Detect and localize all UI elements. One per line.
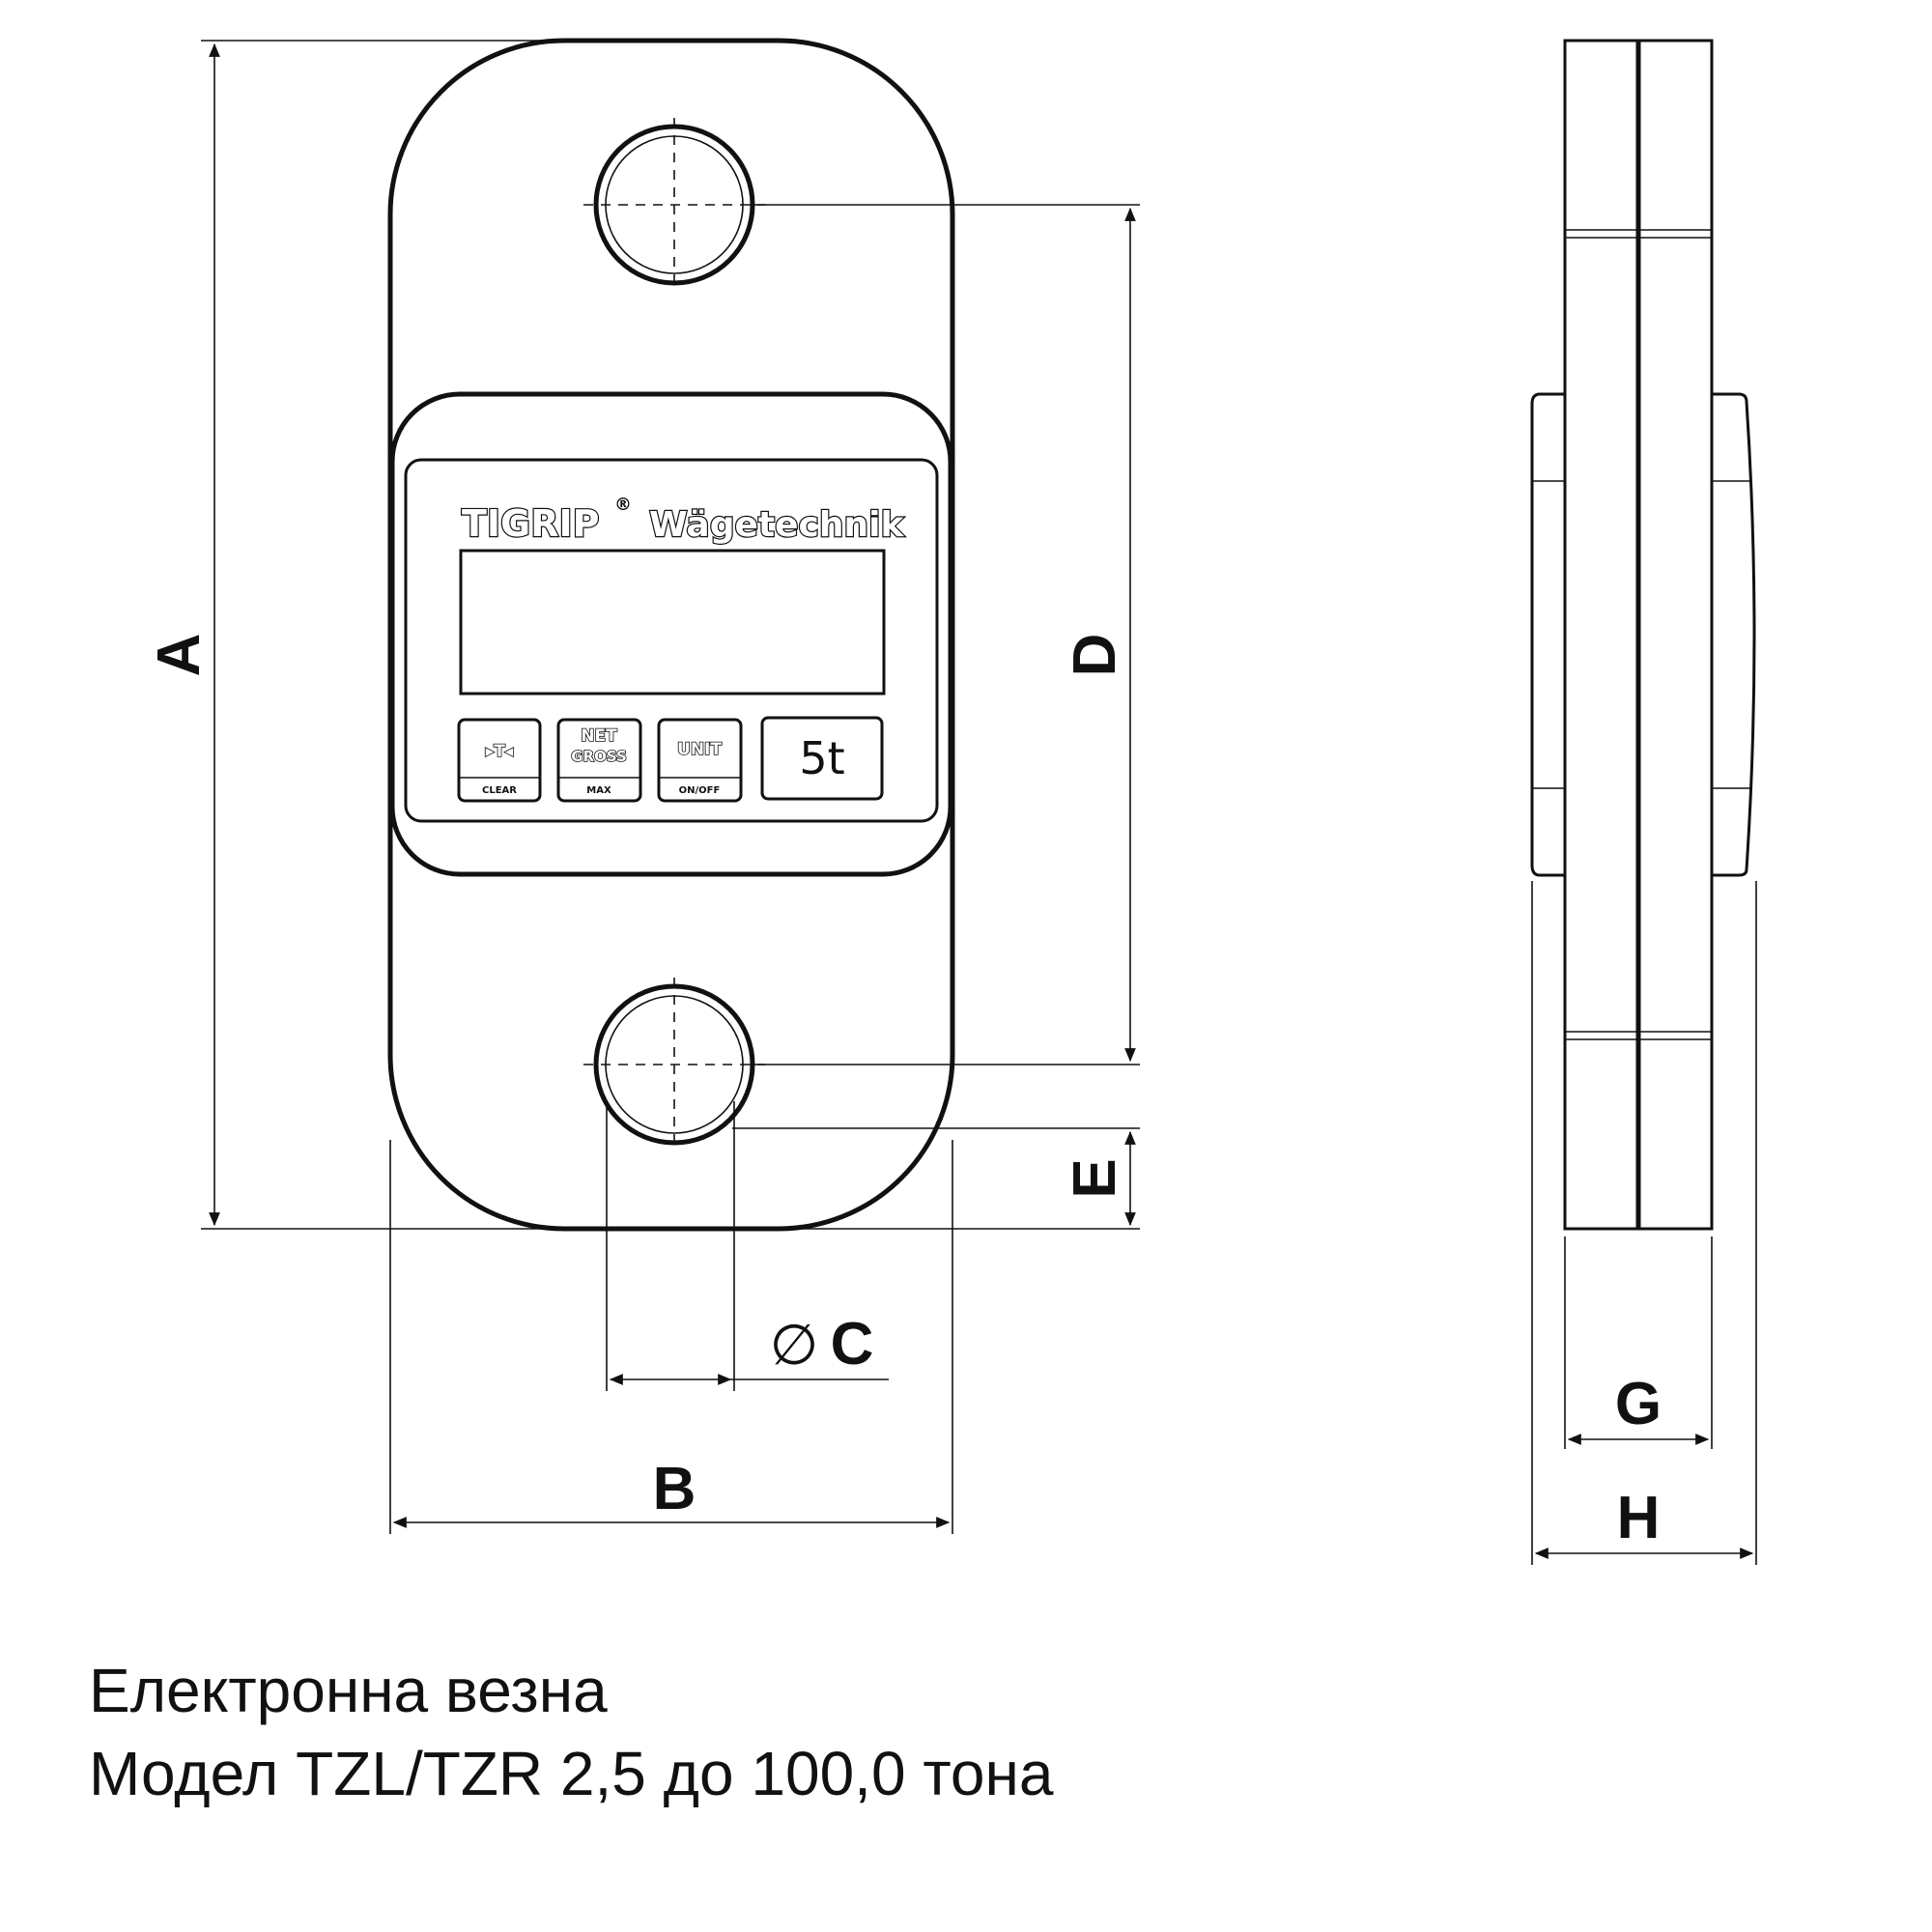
brand-name: TIGRIP — [462, 502, 600, 545]
capacity-badge: 5t — [760, 716, 884, 801]
net-gross-button[interactable]: NET GROSS MAX — [556, 718, 642, 803]
bottom-shackle-hole — [583, 978, 765, 1151]
net-gross-button-sublabel: MAX — [586, 785, 611, 796]
tare-button[interactable]: ▸T◂ CLEAR — [457, 718, 542, 803]
unit-button[interactable]: UNIT ON/OFF — [657, 718, 743, 803]
side-display-right — [1712, 392, 1756, 877]
caption-line-1: Електронна везна — [89, 1656, 608, 1725]
dimension-c-symbol: ∅ — [770, 1314, 819, 1377]
tare-button-sublabel: CLEAR — [482, 785, 517, 796]
net-gross-button-label2: GROSS — [571, 748, 627, 765]
side-dimensions: G H — [1531, 881, 1757, 1565]
front-view: TIGRIP ® Wägetechnik ▸T◂ CLEAR NET GROSS… — [387, 38, 955, 1232]
dimension-h-label: H — [1617, 1485, 1661, 1551]
dimension-b-label: B — [653, 1456, 696, 1522]
dimension-c-label: C — [831, 1311, 874, 1378]
scale-body-outline — [387, 38, 955, 1232]
brand-subtitle: Wägetechnik — [649, 505, 904, 545]
side-view — [1530, 39, 1756, 1231]
caption-line-2: Модел TZL/TZR 2,5 до 100,0 тона — [89, 1739, 1054, 1808]
unit-button-sublabel: ON/OFF — [679, 785, 721, 796]
front-dimensions: A D E B ∅ C — [146, 40, 1140, 1534]
top-shackle-hole — [583, 118, 765, 292]
dimension-d-label: D — [1062, 634, 1128, 677]
display-housing — [389, 391, 953, 877]
unit-button-label: UNIT — [677, 740, 722, 759]
brand-registered-mark: ® — [614, 495, 632, 515]
display-panel — [404, 458, 939, 823]
net-gross-button-label: NET — [581, 726, 617, 746]
lcd-screen — [459, 549, 886, 696]
capacity-label: 5t — [799, 732, 844, 784]
side-display-left — [1530, 392, 1565, 877]
dimension-g-label: G — [1615, 1371, 1662, 1437]
dimension-e-label: E — [1062, 1158, 1128, 1198]
tare-button-label: ▸T◂ — [486, 742, 514, 761]
dimension-a-label: A — [146, 634, 213, 677]
